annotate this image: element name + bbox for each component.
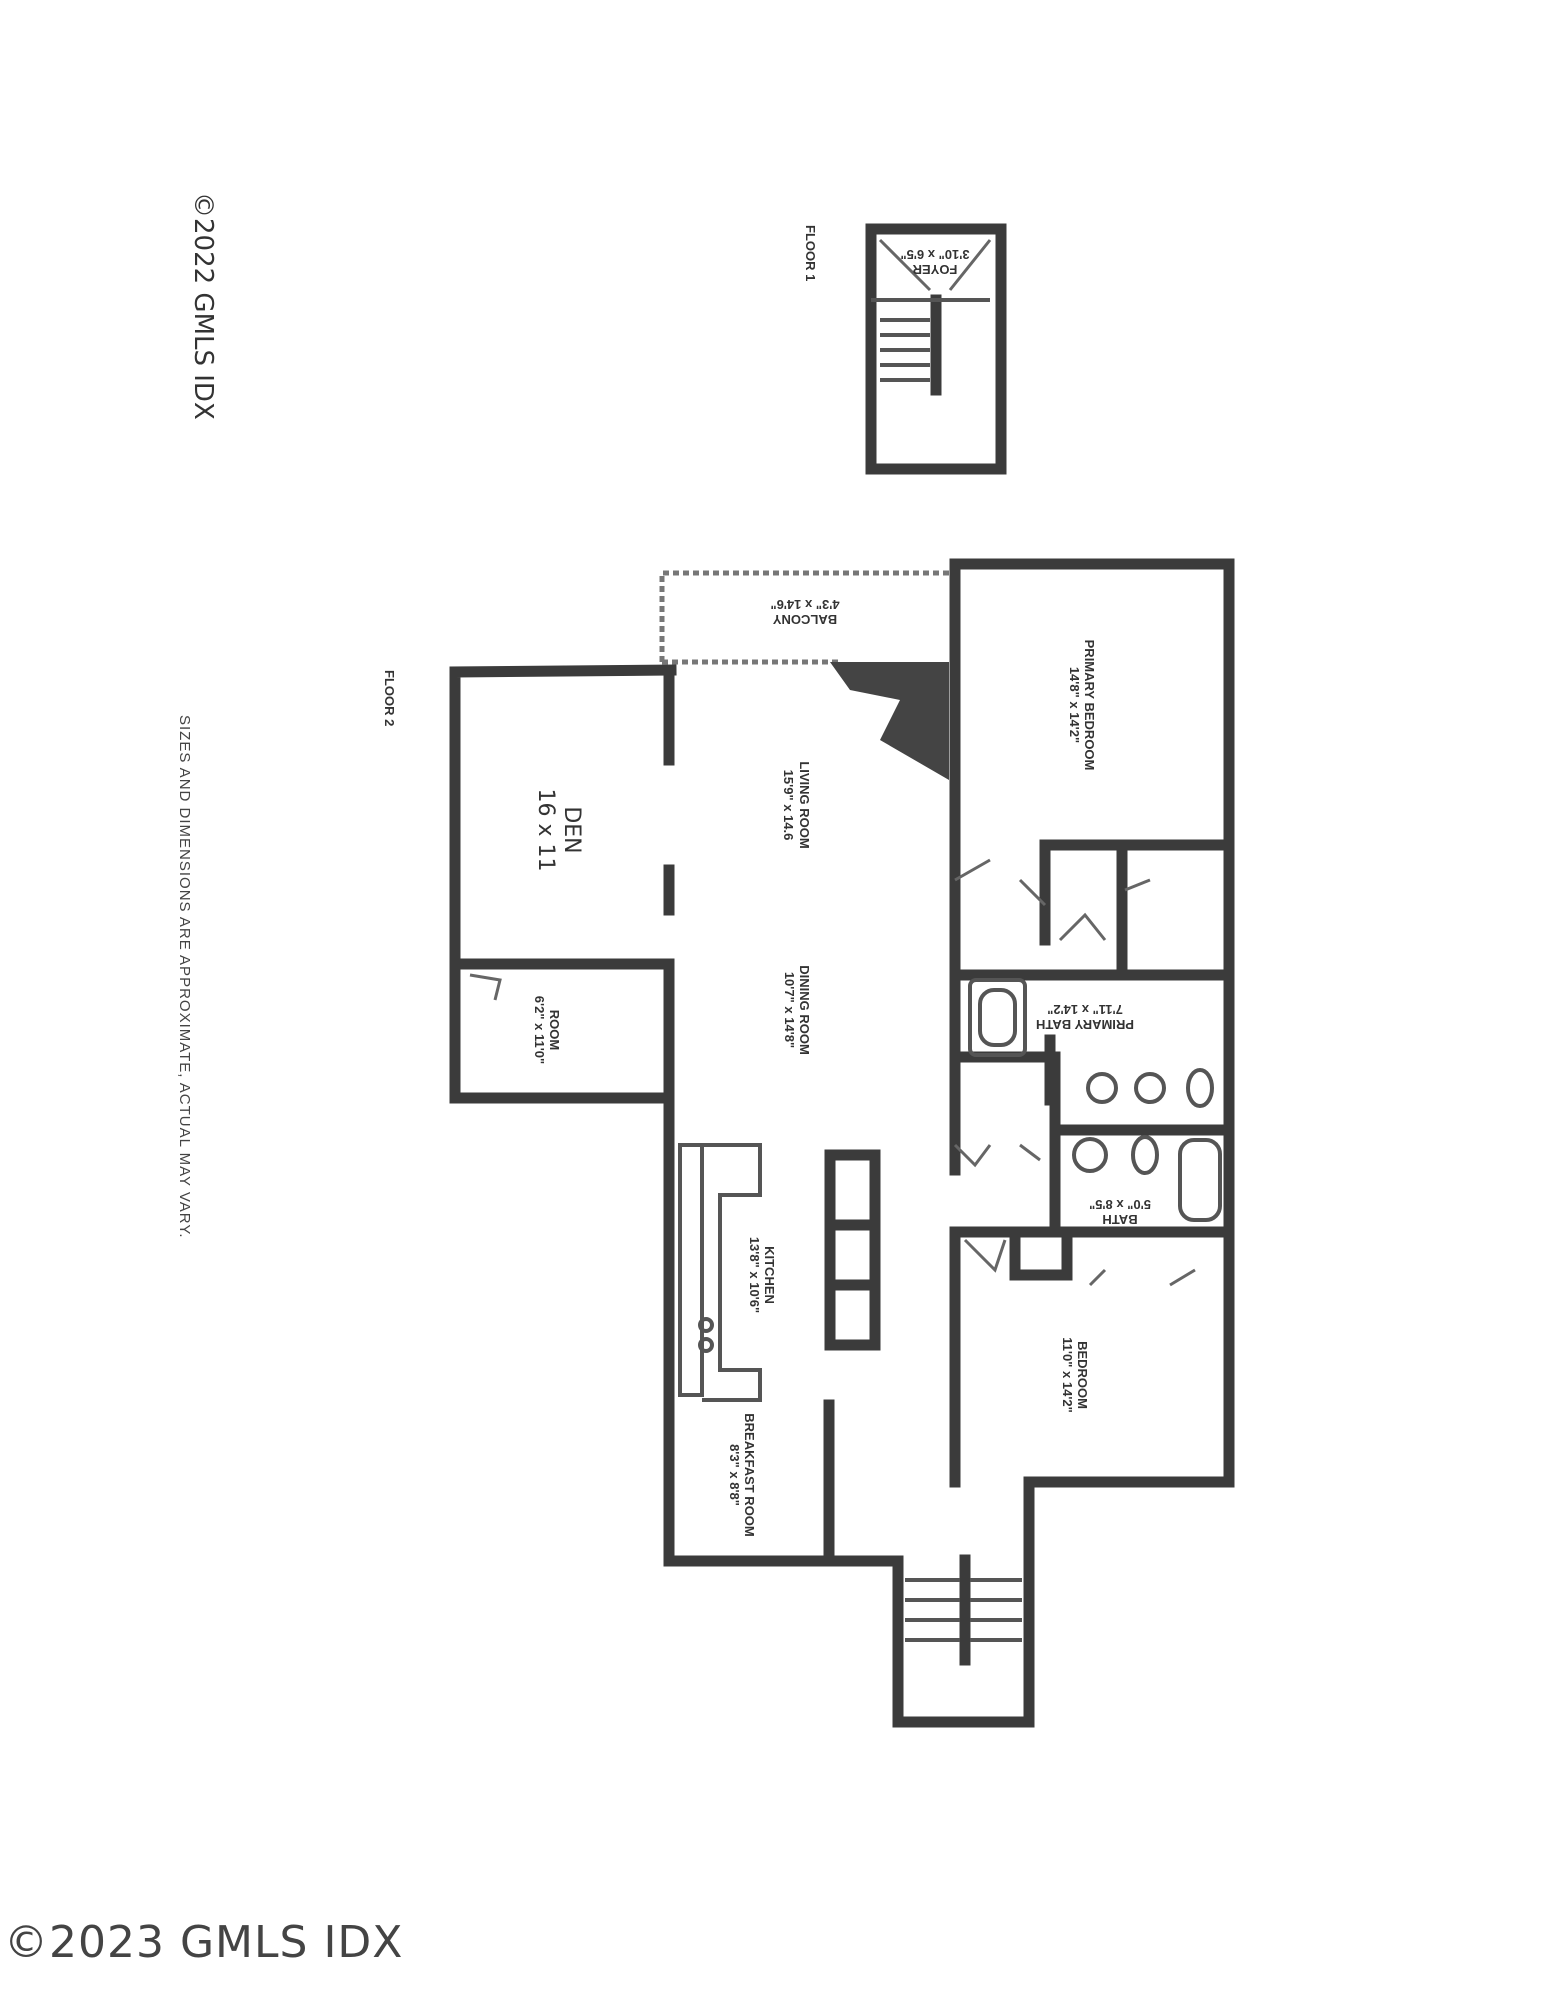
floor-1-plan [865, 223, 1007, 475]
kitchen-size: 13'8" x 10'6" [747, 1237, 762, 1313]
bedroom-name: BEDROOM [1075, 1341, 1090, 1409]
breakfast-room-size: 8'3" x 8'8" [727, 1444, 742, 1506]
breakfast-room-name: BREAKFAST ROOM [742, 1413, 757, 1537]
primary-bedroom-size: 14'8" x 14'2" [1067, 667, 1082, 743]
floor-2-plan [449, 558, 1235, 1728]
room-labels: FOYER 3'10" x 6'5" BALCONY 4'3" x 14'6" … [176, 192, 1151, 1537]
floor-1-label: FLOOR 1 [803, 225, 818, 281]
kitchen-name: KITCHEN [762, 1246, 777, 1304]
balcony-name: BALCONY [773, 612, 838, 627]
primary-bath-name: PRIMARY BATH [1036, 1017, 1134, 1032]
side-watermark: ©2022 GMLS IDX [188, 192, 218, 420]
dining-room-size: 10'7" x 14'8" [782, 972, 797, 1048]
bedroom-size: 11'0" x 14'2" [1060, 1337, 1075, 1413]
primary-bedroom-name: PRIMARY BEDROOM [1082, 640, 1097, 771]
room-name: ROOM [547, 1010, 562, 1050]
room-size: 6'2" x 11'0" [532, 996, 547, 1064]
balcony-size: 4'3" x 14'6" [770, 597, 839, 612]
living-room-size: 15'9" x 14.6 [781, 770, 796, 841]
dining-room-name: DINING ROOM [797, 965, 812, 1055]
copyright-watermark: ©2023 GMLS IDX [4, 1917, 404, 1968]
primary-bath-size: 7'11" x 14'2" [1047, 1002, 1123, 1017]
foyer-size: 3'10" x 6'5" [900, 247, 969, 262]
foyer-name: FOYER [912, 262, 957, 277]
dimensions-note: SIZES AND DIMENSIONS ARE APPROXIMATE, AC… [176, 715, 193, 1239]
living-room-name: LIVING ROOM [797, 761, 812, 848]
den-size: 16 x 11 [533, 789, 558, 872]
floor-2-label: FLOOR 2 [382, 670, 397, 726]
bath-name: BATH [1102, 1212, 1137, 1227]
bath-size: 5'0" x 8'5" [1089, 1197, 1151, 1212]
den-name: DEN [559, 806, 584, 853]
